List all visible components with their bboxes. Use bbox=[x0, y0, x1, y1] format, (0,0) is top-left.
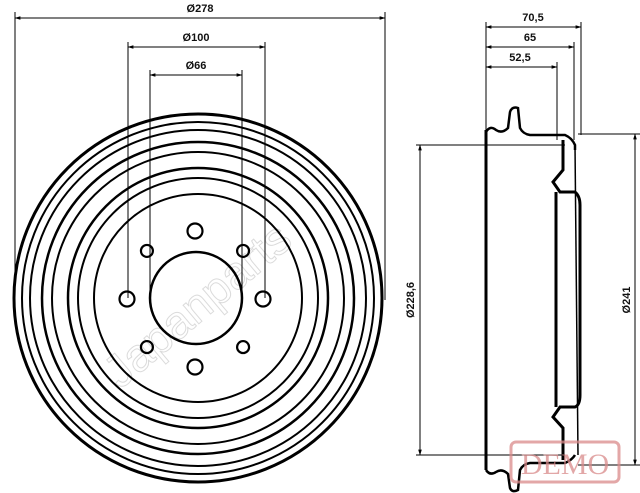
svg-text:DEMO: DEMO bbox=[521, 448, 609, 481]
bolt-hole bbox=[235, 243, 251, 259]
braking-diameter-label: Ø228,6 bbox=[405, 282, 417, 318]
bolt-hole bbox=[235, 339, 251, 355]
height-52-label: 52,5 bbox=[509, 52, 530, 64]
bolt-hole bbox=[139, 243, 155, 259]
bolt-hole bbox=[254, 290, 272, 308]
bolt-holes bbox=[118, 222, 272, 376]
bolt-hole bbox=[139, 339, 155, 355]
outer-diameter-label: Ø278 bbox=[187, 3, 214, 15]
outer-side-diameter-label: Ø241 bbox=[621, 287, 633, 314]
total-height-label: 70,5 bbox=[522, 12, 543, 24]
watermark: Japanparts bbox=[93, 212, 301, 398]
bolt-hole bbox=[186, 222, 204, 240]
side-view bbox=[416, 22, 640, 493]
front-view bbox=[12, 12, 386, 484]
height-65-label: 65 bbox=[524, 32, 536, 44]
bolt-hole bbox=[186, 358, 204, 376]
demo-stamp: DEMO bbox=[509, 440, 621, 484]
bolt-hole bbox=[118, 290, 136, 308]
bolt-circle-label: Ø100 bbox=[183, 32, 210, 44]
center-bore-label: Ø66 bbox=[186, 60, 207, 72]
